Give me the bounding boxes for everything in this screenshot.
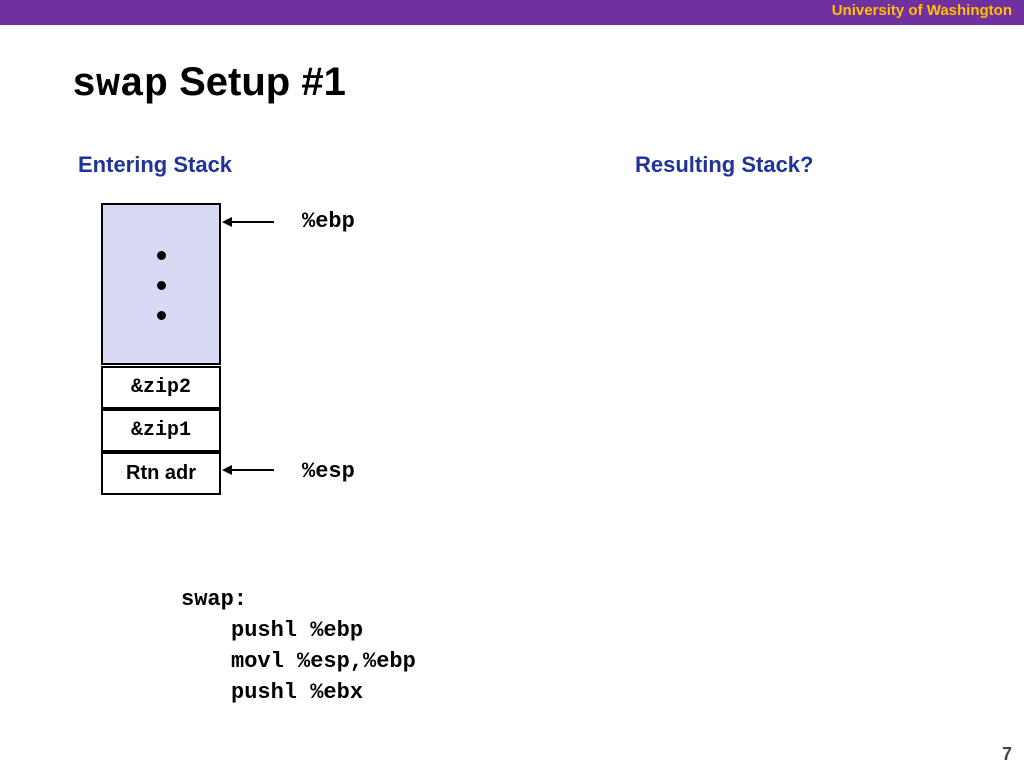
slide-title: swap Setup #1	[72, 60, 346, 108]
stack-cell-zip1: &zip1	[101, 409, 221, 452]
ellipsis-dot	[157, 251, 166, 260]
esp-register-label: %esp	[302, 459, 355, 484]
stack-cell-zip2: &zip2	[101, 366, 221, 409]
top-banner	[0, 0, 1024, 25]
esp-pointer-arrow	[222, 465, 274, 475]
resulting-stack-heading: Resulting Stack?	[635, 152, 814, 177]
ellipsis-dot	[157, 311, 166, 320]
ebp-pointer-arrow	[222, 217, 274, 227]
code-line: pushl %ebp	[231, 618, 364, 643]
ebp-register-label: %ebp	[302, 209, 355, 234]
university-name: University of Washington	[831, 2, 1012, 19]
slide-page-number: 7	[1001, 744, 1012, 764]
title-code: swap	[72, 63, 169, 108]
stack-upper-region	[101, 203, 221, 365]
code-line: movl %esp,%ebp	[231, 649, 416, 674]
code-label: swap:	[181, 587, 248, 612]
ellipsis-dot	[157, 281, 166, 290]
title-text: Setup #1	[168, 60, 346, 104]
entering-stack-heading: Entering Stack	[78, 152, 233, 177]
stack-cell-rtn-adr: Rtn adr	[101, 452, 221, 495]
assembly-code: swap: pushl %ebp movl %esp,%ebp pushl %e…	[181, 584, 416, 708]
code-line: pushl %ebx	[231, 680, 364, 705]
